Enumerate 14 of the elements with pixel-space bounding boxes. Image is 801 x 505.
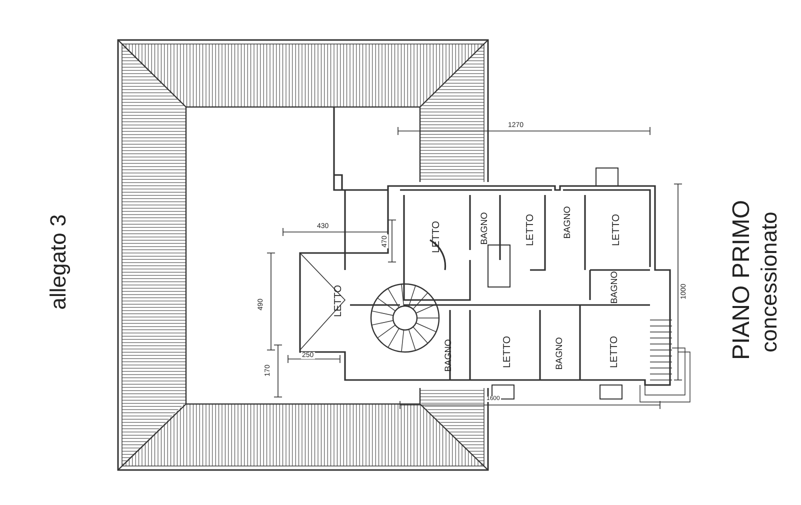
floor-title: PIANO PRIMO [730,200,754,360]
room-name: BAGNO [443,338,452,372]
room-name: LETTO [432,220,442,254]
room-name: LETTO [503,336,514,368]
room-name: LETTO [612,214,622,246]
room-name: BAGNO [479,212,488,244]
sheet-number: allegato 3 [47,214,70,310]
room-name: BAGNO [562,206,572,238]
room-name: LETTO [526,214,536,246]
room-name: BAGNO [554,336,564,370]
room-name: LETTO [334,284,344,318]
room-name: LETTO [610,336,620,368]
floor-subtitle: concessionato [758,212,780,352]
room-name: BAGNO [609,270,618,304]
